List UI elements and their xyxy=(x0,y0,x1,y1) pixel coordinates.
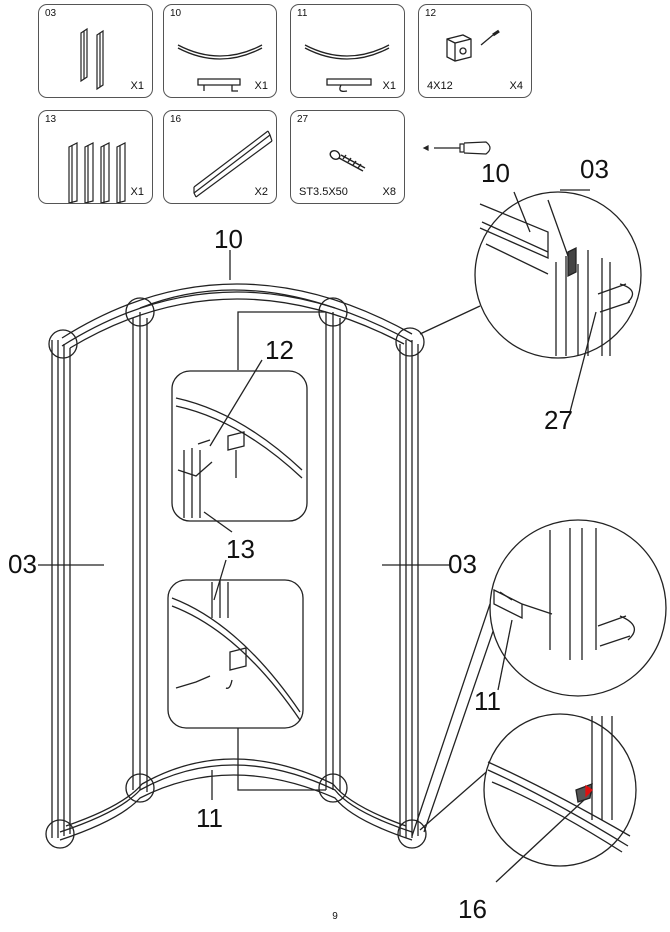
seal-strip-icon xyxy=(193,130,273,198)
callout-bottom-arc: 11 xyxy=(196,803,223,833)
joint-circle xyxy=(318,773,348,803)
callout-detail-channel: 13 xyxy=(226,534,255,564)
callout-right-panel: 03 xyxy=(448,549,477,579)
left-inner-frame xyxy=(132,312,148,792)
bottom-arc-track-icon xyxy=(304,44,390,93)
part-quantity: X1 xyxy=(382,80,396,92)
part-quantity: X8 xyxy=(382,186,396,198)
part-card-03: 03 X1 xyxy=(38,4,153,98)
part-number: 16 xyxy=(170,114,182,125)
part-size: ST3.5X50 xyxy=(299,186,348,198)
detail-box-lower xyxy=(167,579,304,729)
callout-zoom-top-screw: 27 xyxy=(544,405,573,435)
leader-line xyxy=(203,511,233,601)
part-size: 4X12 xyxy=(427,80,453,92)
joint-circle xyxy=(125,773,155,803)
part-card-12: 12 4X12 X4 xyxy=(418,4,532,98)
joint-circle xyxy=(48,329,78,359)
right-panel-frame xyxy=(399,340,419,838)
joint-circle xyxy=(45,819,75,849)
corner-profile-icon xyxy=(80,27,104,91)
part-card-13: 13 X1 xyxy=(38,110,153,204)
joint-circle xyxy=(395,327,425,357)
part-number: 27 xyxy=(297,114,309,125)
leader-line xyxy=(209,359,263,447)
part-card-16: 16 X2 xyxy=(163,110,277,204)
callout-zoom-top-track: 10 xyxy=(481,158,510,188)
zoom-circle-top xyxy=(474,191,642,359)
screwdriver-icon xyxy=(422,141,491,155)
screw-icon xyxy=(329,150,366,172)
zoom-circle-middle xyxy=(489,519,667,697)
page-number: 9 xyxy=(332,911,338,922)
bracket-and-screw-icon xyxy=(446,29,500,62)
zoom-circle-bottom xyxy=(483,713,637,867)
top-arc-track-icon xyxy=(177,44,263,92)
joint-circle xyxy=(397,819,427,849)
right-inner-frame xyxy=(325,312,341,792)
top-arc-track xyxy=(61,291,413,347)
joint-circle xyxy=(125,297,155,327)
part-number: 12 xyxy=(425,8,437,19)
callout-left-panel: 03 xyxy=(8,549,37,579)
callout-zoom-mid-track: 11 xyxy=(474,686,501,716)
leader-line xyxy=(495,799,585,883)
part-number: 11 xyxy=(297,8,308,19)
callout-detail-bracket: 12 xyxy=(265,335,294,365)
part-quantity: X1 xyxy=(254,80,268,92)
part-quantity: X2 xyxy=(254,186,268,198)
part-quantity: X1 xyxy=(130,80,144,92)
part-number: 03 xyxy=(45,8,57,19)
red-arrow-icon xyxy=(585,784,594,798)
callout-zoom-top-panel: 03 xyxy=(580,154,609,184)
left-panel-frame xyxy=(51,340,71,838)
part-number: 13 xyxy=(45,114,57,125)
part-quantity: X1 xyxy=(130,186,144,198)
part-quantity: X4 xyxy=(509,80,523,92)
callout-top-arc: 10 xyxy=(214,224,243,254)
detail-box-upper xyxy=(171,370,308,522)
part-number: 10 xyxy=(170,8,182,19)
part-card-27: 27 ST3.5X50 X8 xyxy=(290,110,405,204)
channel-profile-icon xyxy=(68,142,126,203)
bottom-arc-track xyxy=(59,764,413,833)
part-card-11: 11 X1 xyxy=(290,4,405,98)
callout-zoom-bottom-seal: 16 xyxy=(458,894,487,924)
part-card-10: 10 X1 xyxy=(163,4,277,98)
